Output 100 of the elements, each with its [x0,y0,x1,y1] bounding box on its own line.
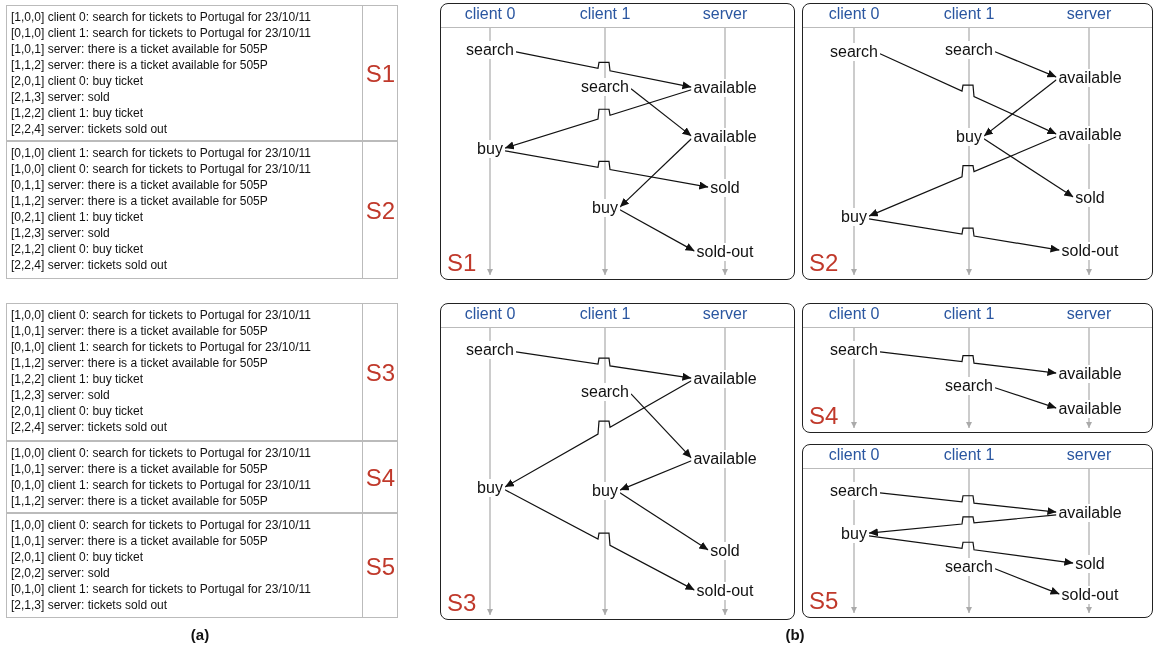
log-line: [1,1,2] server: there is a ticket available for 505P [11,57,268,73]
scenario-label: S5 [364,552,397,581]
log-line: [0,1,0] client 1: search for tickets to Portugal for 23/10/11 [11,25,311,41]
message-arrow [994,387,1057,410]
log-line: [2,1,2] client 0: buy ticket [11,241,144,257]
log-line: [1,2,2] client 1: buy ticket [11,105,144,121]
log-line: [2,2,4] server: tickets sold out [11,257,168,273]
message-label: buy [839,208,869,226]
message-label: available [691,370,759,388]
log-line: [1,0,1] server: there is a ticket available for 505P [11,41,268,57]
message-label: available [1056,126,1124,144]
message-arrow [619,138,692,208]
message-label: available [1056,69,1124,87]
log-line: [0,1,1] server: there is a ticket available for 505P [11,177,268,193]
lifeline-header: server [1066,5,1112,23]
scenario-label: S3 [364,359,397,387]
panel-caption: (a) [190,626,210,643]
message-arrow [983,138,1074,198]
panel-caption: (b) [785,626,805,643]
message-arrow [619,460,692,491]
message-label: sold-out [1059,586,1121,604]
lifeline-header: client 1 [943,305,995,323]
lifeline-header: server [702,305,748,323]
scenario-label: S2 [809,249,839,277]
sequence-panel [802,444,1153,618]
message-label: available [1056,504,1124,522]
message-arrow [619,209,696,252]
message-label: search [828,341,880,359]
message-label: buy [954,128,984,146]
message-arrow [994,568,1061,595]
message-label: search [943,377,995,395]
message-label: search [464,41,516,59]
lifeline-header: server [1066,305,1112,323]
lifeline-header: client 1 [579,5,631,23]
message-label: sold [1073,189,1107,207]
message-label: search [828,482,880,500]
message-label: available [691,79,759,97]
message-arrow [515,351,692,381]
message-label: sold-out [694,243,756,261]
message-label: search [464,341,516,359]
log-line: [1,1,2] server: there is a ticket available for 505P [11,493,268,509]
log-line: [1,2,2] client 1: buy ticket [11,371,144,387]
log-line: [1,1,2] server: there is a ticket available for 505P [11,193,268,209]
message-label: sold [708,542,742,560]
scenario-label: S4 [809,402,839,430]
message-label: search [943,558,995,576]
message-arrow [630,88,692,137]
message-label: search [828,43,880,61]
sequence-panel [802,3,1153,280]
lifeline-header: server [1066,446,1112,464]
lifeline-header: client 0 [464,305,516,323]
message-label: available [691,128,759,146]
message-label: sold [1073,555,1107,573]
log-line: [2,1,3] server: tickets sold out [11,597,168,613]
lifeline-header: client 0 [464,5,516,23]
log-line: [0,2,1] client 1: buy ticket [11,209,144,225]
message-label: buy [590,199,620,217]
message-label: search [943,41,995,59]
message-arrow [619,492,709,551]
log-line: [0,1,0] client 1: search for tickets to Portugal for 23/10/11 [11,145,311,161]
message-arrow [504,489,696,591]
sequence-panel [802,303,1153,433]
lifeline-header: client 0 [828,446,880,464]
lifeline-header: client 0 [828,305,880,323]
scenario-label: S1 [447,249,477,277]
sequence-panel [440,303,795,620]
log-line: [1,2,3] server: sold [11,225,110,241]
message-arrow [879,492,1057,516]
message-arrow [879,351,1057,376]
message-arrow [868,514,1057,537]
message-arrow [994,51,1057,78]
log-line: [1,2,3] server: sold [11,387,110,403]
log-line: [2,2,4] server: tickets sold out [11,419,168,435]
log-line: [2,0,1] client 0: buy ticket [11,73,144,89]
message-label: buy [590,482,620,500]
scenario-label: S2 [364,197,397,225]
lifeline-header: client 1 [943,446,995,464]
log-line: [1,0,1] server: there is a ticket available for 505P [11,323,268,339]
lifeline-header: client 0 [828,5,880,23]
sequence-panel [440,3,795,280]
log-line: [1,0,0] client 0: search for tickets to Portugal for 23/10/11 [11,307,311,323]
lifeline-header: client 1 [943,5,995,23]
scenario-label: S3 [447,589,477,617]
log-line: [1,0,1] server: there is a ticket available for 505P [11,533,268,549]
log-line: [2,0,1] client 0: buy ticket [11,403,144,419]
lifeline-header: server [702,5,748,23]
message-label: sold-out [1059,242,1121,260]
message-arrow [868,535,1074,566]
message-arrow [879,53,1057,135]
log-line: [1,1,2] server: there is a ticket available for 505P [11,355,268,371]
log-line: [1,0,1] server: there is a ticket available for 505P [11,461,268,477]
message-arrow [868,136,1057,217]
scenario-label: S1 [364,60,397,88]
message-label: sold-out [694,582,756,600]
log-line: [2,1,3] server: sold [11,89,110,105]
message-label: buy [839,525,869,543]
log-line: [0,1,0] client 1: search for tickets to Portugal for 23/10/11 [11,339,311,355]
log-line: [2,0,2] server: sold [11,565,110,581]
message-arrow [983,79,1057,137]
log-line: [0,1,0] client 1: search for tickets to Portugal for 23/10/11 [11,581,311,597]
